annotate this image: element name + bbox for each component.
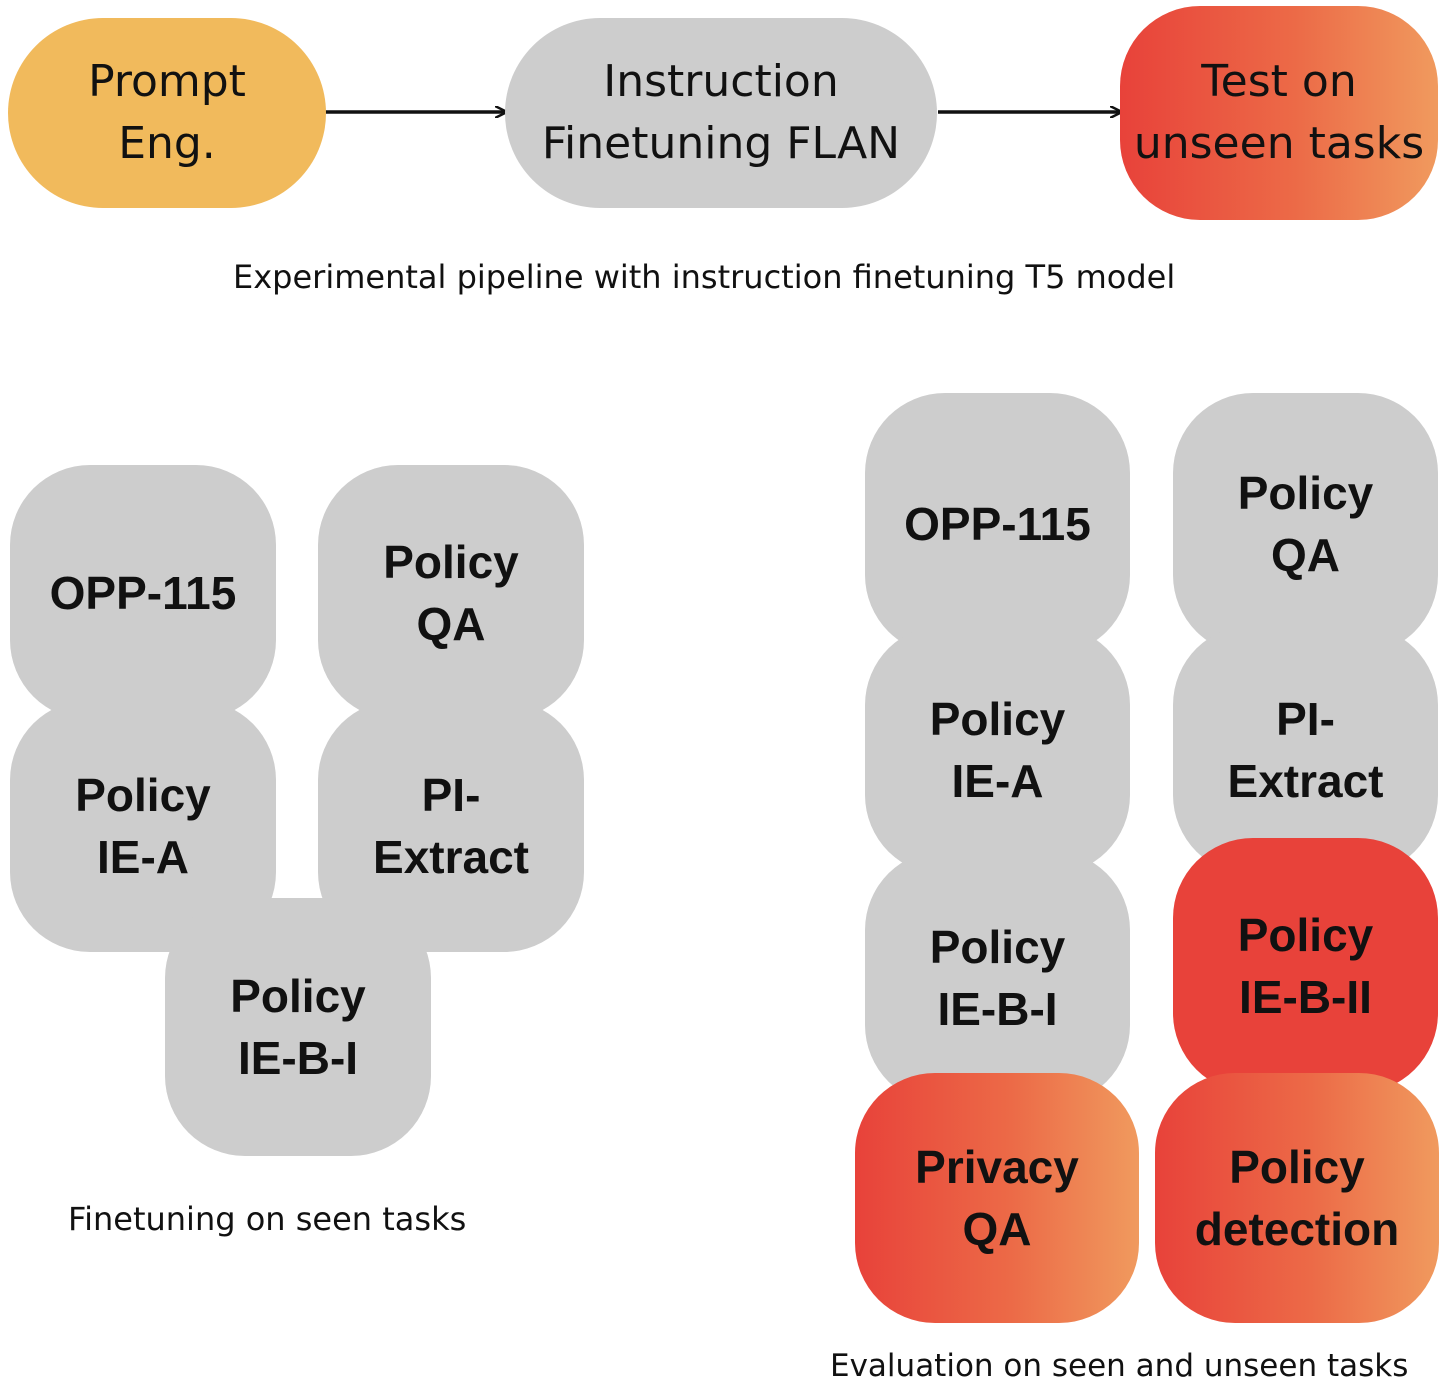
seen-policy-ie-a-line-2: IE-A bbox=[96, 831, 189, 883]
seen-pi-extract-line-2: Extract bbox=[373, 831, 529, 883]
eval-policy-detection-line-1: Policy bbox=[1229, 1141, 1365, 1193]
seen-pi-extract-line-1: PI- bbox=[421, 769, 481, 821]
eval-policy-qa-line-1: Policy bbox=[1237, 467, 1374, 519]
eval-policy-ie-b-i-box: Policy IE-B-I bbox=[865, 850, 1130, 1105]
eval-policy-qa-line-2: QA bbox=[1270, 529, 1340, 581]
test-line-1: Test on bbox=[1201, 56, 1357, 107]
seen-opp115-box: OPP-115 bbox=[10, 465, 276, 720]
seen-policy-ie-b-i-box: Policy IE-B-I bbox=[165, 898, 431, 1156]
instruction-finetuning-box: Instruction Finetuning FLAN bbox=[505, 18, 937, 208]
eval-policy-ie-b-ii-line-1: Policy bbox=[1237, 908, 1374, 961]
seen-opp115-label: OPP-115 bbox=[49, 566, 237, 619]
eval-policy-qa-box: Policy QA bbox=[1173, 393, 1438, 655]
eval-caption: Evaluation on seen and unseen tasks bbox=[830, 1348, 1409, 1384]
eval-policy-detection-line-2: detection bbox=[1194, 1203, 1400, 1255]
eval-policy-ie-b-ii-box: Policy IE-B-II bbox=[1173, 838, 1438, 1093]
eval-policy-ie-b-i-line-1: Policy bbox=[929, 920, 1066, 973]
pipeline-arrows bbox=[325, 0, 1454, 300]
eval-privacy-qa-line-1: Privacy bbox=[915, 1141, 1079, 1193]
prompt-line-1: Prompt bbox=[88, 56, 246, 107]
eval-privacy-qa-line-2: QA bbox=[962, 1203, 1032, 1255]
test-line-2: unseen tasks bbox=[1133, 118, 1425, 169]
eval-pi-extract-line-1: PI- bbox=[1276, 693, 1335, 745]
prompt-engineering-box: Prompt Eng. bbox=[8, 18, 326, 208]
seen-policy-ie-a-box: Policy IE-A bbox=[10, 700, 276, 952]
seen-policy-ie-b-i-line-1: Policy bbox=[230, 970, 366, 1022]
seen-policy-qa-box: Policy QA bbox=[318, 465, 584, 720]
eval-policy-ie-b-ii-line-2: IE-B-II bbox=[1239, 970, 1372, 1023]
eval-policy-ie-b-i-line-2: IE-B-I bbox=[937, 982, 1058, 1035]
pipeline-caption: Experimental pipeline with instruction f… bbox=[233, 258, 1176, 296]
flan-line-2: Finetuning FLAN bbox=[541, 118, 901, 169]
eval-pi-extract-box: PI- Extract bbox=[1173, 625, 1438, 875]
seen-caption: Finetuning on seen tasks bbox=[68, 1200, 467, 1238]
eval-opp115-box: OPP-115 bbox=[865, 393, 1130, 655]
seen-policy-qa-line-2: QA bbox=[416, 597, 486, 650]
prompt-line-2: Eng. bbox=[118, 118, 216, 169]
eval-policy-ie-a-line-1: Policy bbox=[929, 693, 1066, 745]
eval-policy-ie-a-box: Policy IE-A bbox=[865, 625, 1130, 875]
eval-pi-extract-line-2: Extract bbox=[1227, 755, 1384, 807]
eval-policy-ie-a-line-2: IE-A bbox=[951, 755, 1044, 807]
test-unseen-box: Test on unseen tasks bbox=[1120, 6, 1438, 220]
seen-policy-ie-b-i-line-2: IE-B-I bbox=[237, 1032, 359, 1084]
seen-policy-ie-a-line-1: Policy bbox=[75, 769, 211, 821]
eval-policy-detection-box: Policy detection bbox=[1155, 1073, 1439, 1323]
flan-line-1: Instruction bbox=[603, 56, 839, 107]
eval-opp115-label: OPP-115 bbox=[904, 498, 1091, 550]
eval-privacy-qa-box: Privacy QA bbox=[855, 1073, 1139, 1323]
seen-policy-qa-line-1: Policy bbox=[383, 535, 519, 588]
